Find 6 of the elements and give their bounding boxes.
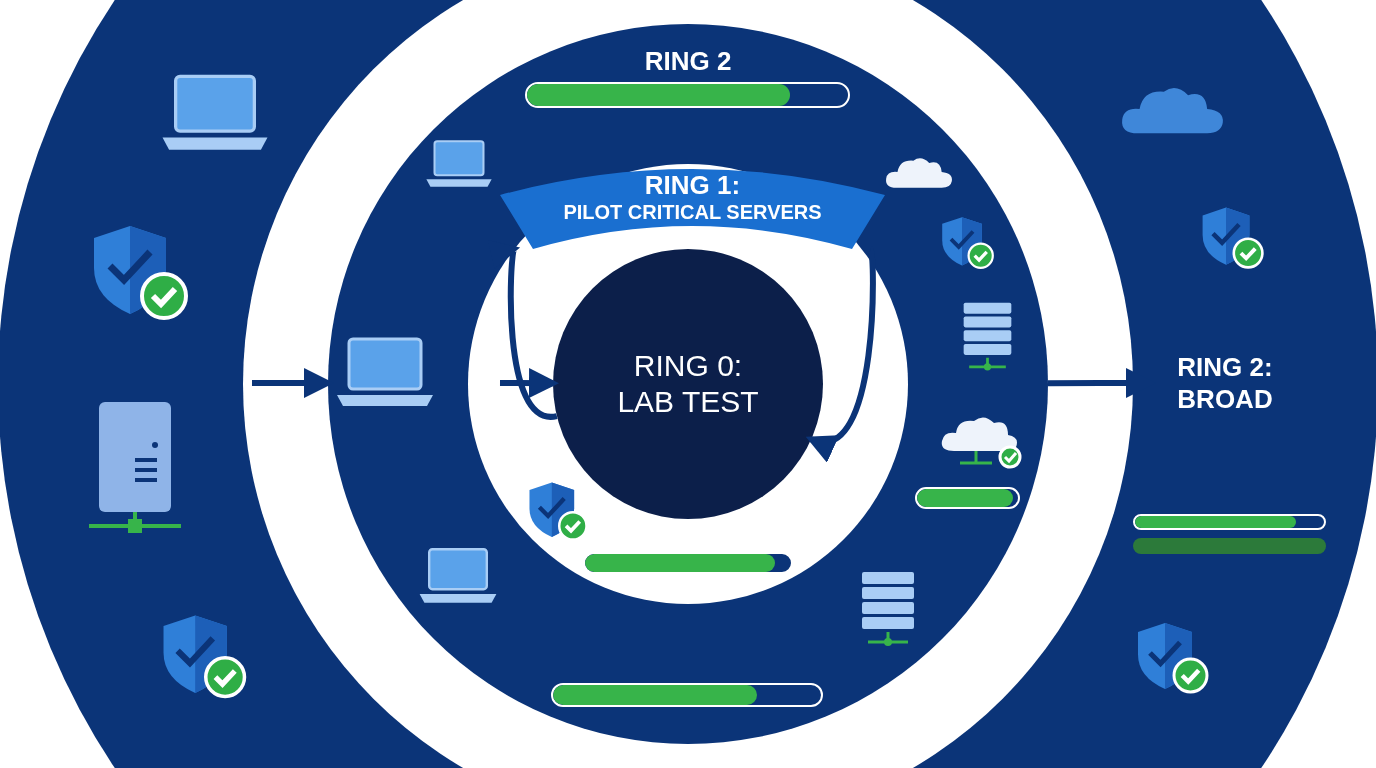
ring-title: RING 0: LAB TEST [616,348,760,420]
ring-title: RING 1: [644,171,741,201]
ring-title: RING 2 [644,46,732,77]
ring-subtitle: PILOT CRITICAL SERVERS [563,200,822,224]
arrow [500,368,559,399]
ring-label: RING 2: BROAD [1150,338,1300,428]
